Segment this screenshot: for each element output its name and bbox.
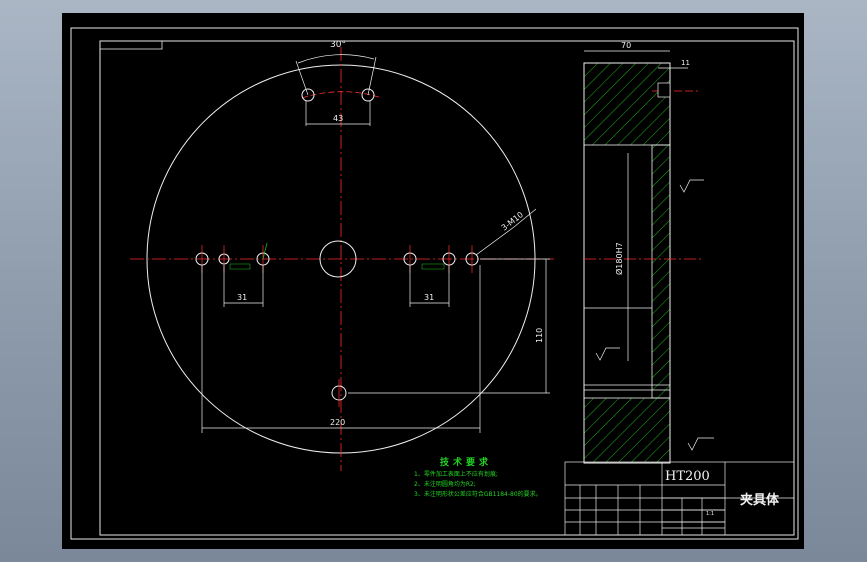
dim-110: 110: [535, 328, 544, 343]
dim-31-right: 31: [424, 293, 434, 302]
left-tolerance-box: [229, 263, 251, 270]
bore-diameter: Ø180H7: [614, 242, 624, 275]
corner-box: [99, 40, 163, 50]
requirement-item: 1、零件加工表面上不应有划痕;: [414, 471, 498, 478]
requirement-item: 2、未注明圆角均为R2;: [414, 481, 476, 488]
section-tapped-hole: [657, 82, 671, 98]
inner-frame: [99, 40, 795, 536]
part-name-label: 夹具体: [740, 493, 780, 508]
requirement-item: 3、未注明形状公差应符合GB1184-80的要求。: [414, 491, 542, 498]
dim-43: 43: [333, 114, 343, 123]
technical-requirements: 技术要求 1、零件加工表面上不应有划痕; 2、未注明圆角均为R2; 3、未注明形…: [414, 458, 542, 500]
requirements-title: 技术要求: [440, 458, 493, 468]
material-label: HT200: [665, 469, 710, 484]
dim-220: 220: [330, 418, 345, 427]
section-hatch-bottom: [583, 397, 671, 464]
center-bore: [319, 240, 357, 278]
angle-dim: 30°: [330, 40, 346, 50]
roughness-mark-general: [687, 437, 714, 451]
scale-label: 1:1: [706, 511, 715, 517]
dim-31-left: 31: [237, 293, 247, 302]
top-hole-right: [361, 88, 375, 102]
angle-leg-right: [367, 56, 377, 96]
left-leader: [262, 242, 268, 260]
dim-11: 11: [681, 59, 690, 67]
dim-70: 70: [621, 41, 631, 50]
title-block: [564, 461, 795, 536]
top-hole-left: [301, 88, 315, 102]
section-hatch-wall: [651, 144, 671, 399]
right-tolerance-box: [421, 263, 445, 270]
angle-leg-left: [295, 60, 309, 96]
section-hatch-top: [583, 62, 671, 146]
cad-drawing: 30° 43 31 31 3-M10 220 110: [70, 27, 799, 540]
m10-leader: [475, 226, 515, 256]
drawing-sheet: 30° 43 31 31 3-M10 220 110: [62, 13, 804, 549]
roughness-mark-2: [595, 347, 620, 361]
m10-leader-tail: [513, 208, 537, 228]
angle-arc: [297, 54, 375, 64]
roughness-mark-1: [679, 179, 704, 193]
outer-frame: [70, 27, 799, 540]
top-hole-arc: [301, 91, 383, 99]
